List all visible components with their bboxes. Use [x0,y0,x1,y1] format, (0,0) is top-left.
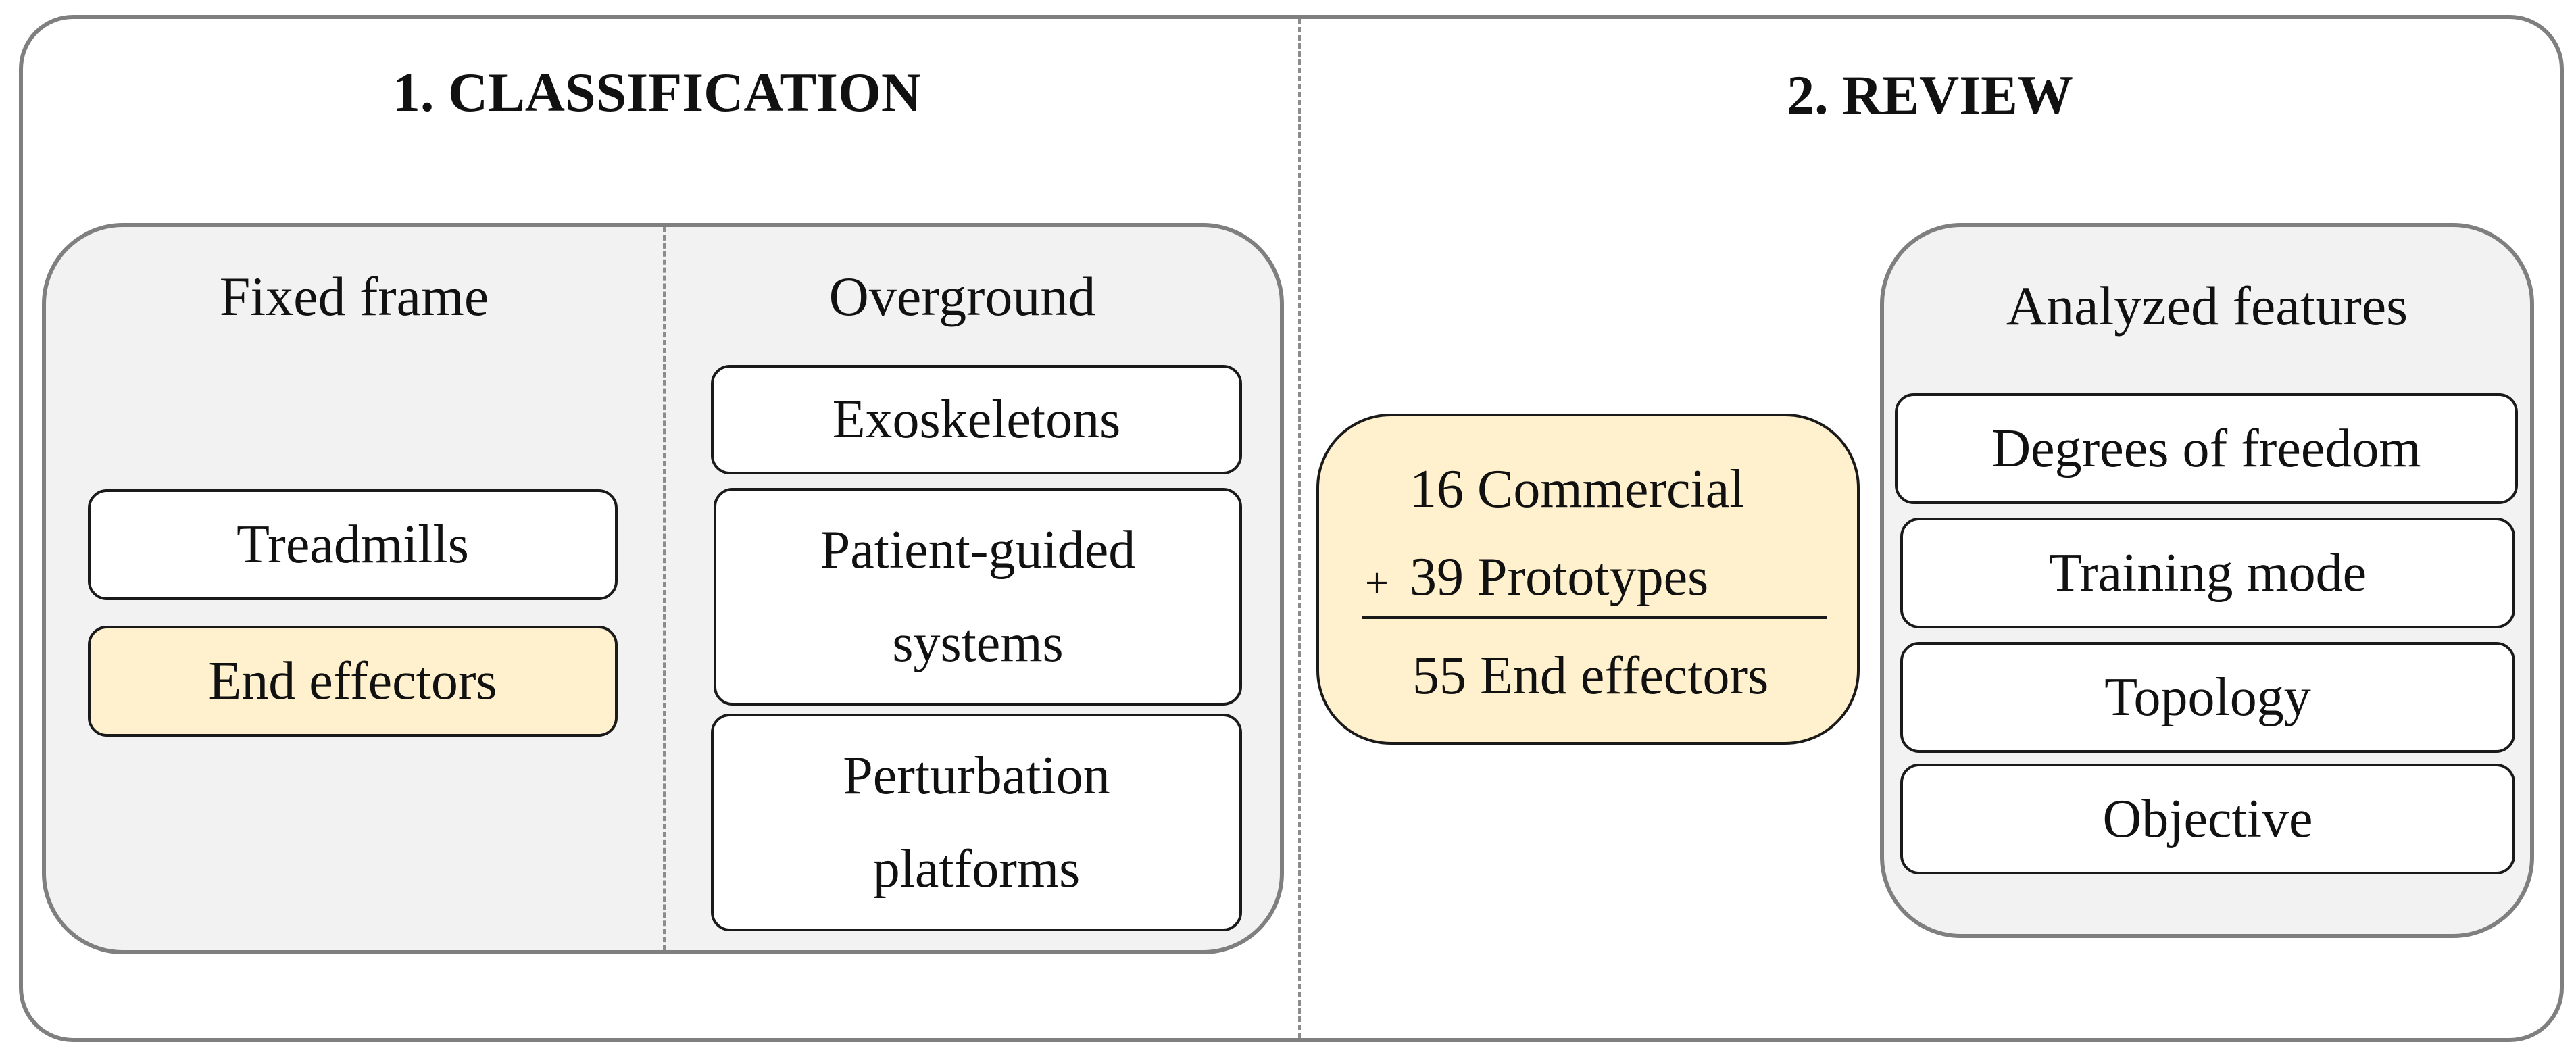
section-divider [1298,19,1301,1038]
patient-guided-label-line2: systems [892,614,1064,673]
feature-topology: Topology [1900,642,2515,753]
classification-divider [663,227,666,950]
exoskeletons-box: Exoskeletons [711,365,1242,474]
review-title: 2. REVIEW [1787,64,2073,126]
patient-guided-systems-box: Patient-guided systems [714,488,1242,706]
exoskeletons-label: Exoskeletons [832,390,1121,449]
patient-guided-label-line1: Patient-guided [820,520,1136,580]
feature-objective: Objective [1900,764,2515,874]
perturbation-platforms-box: Perturbation platforms [711,714,1242,931]
treadmills-box: Treadmills [88,489,618,600]
features-heading: Analyzed features [2006,275,2408,337]
summary-sum-line [1362,616,1827,619]
perturbation-label-line2: platforms [872,839,1081,899]
summary-total: 55 End effectors [1412,646,1769,706]
summary-prototypes: 39 Prototypes [1410,547,1709,607]
perturbation-label-line1: Perturbation [843,746,1110,806]
overground-heading: Overground [828,266,1096,327]
feature-training-mode: Training mode [1900,518,2515,628]
summary-plus: + [1365,560,1389,606]
summary-commercial: 16 Commercial [1410,460,1745,519]
classification-title: 1. CLASSIFICATION [392,61,922,123]
end-effectors-box: End effectors [88,626,618,737]
feature-degrees-of-freedom: Degrees of freedom [1895,393,2518,504]
fixed-frame-heading: Fixed frame [219,266,489,327]
summary-box [1316,414,1860,745]
